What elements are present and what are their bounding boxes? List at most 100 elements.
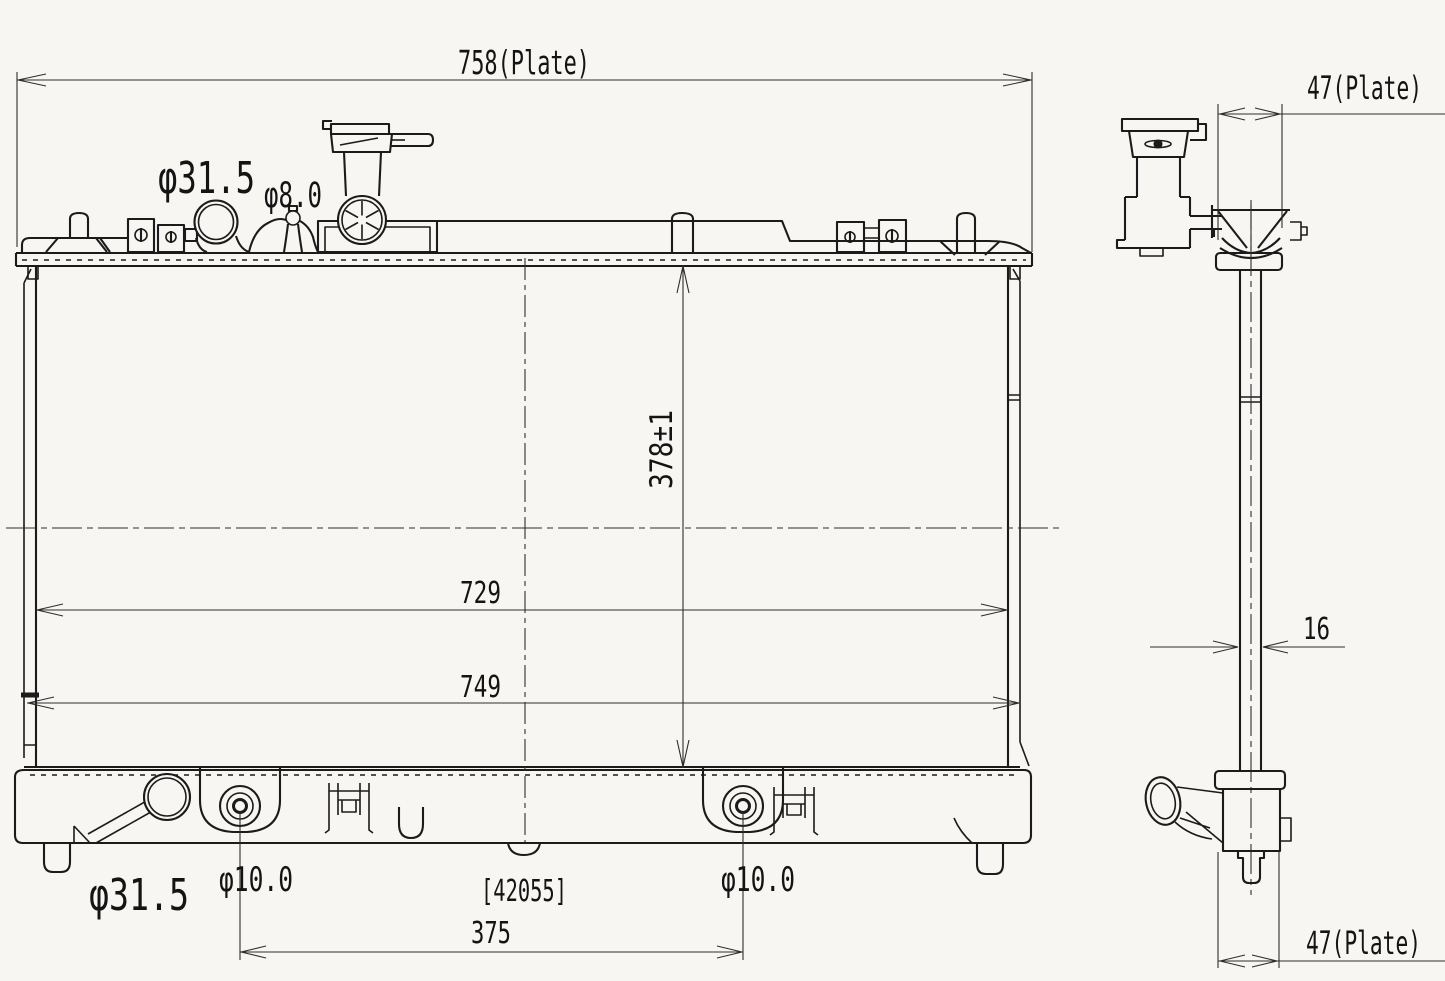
clip-bracket-f (769, 787, 819, 836)
foot-right (975, 843, 1005, 876)
arrowhead-left (17, 73, 47, 87)
side-cap-right-tab (1190, 122, 1208, 142)
inlet-under-curves (194, 235, 250, 254)
front-top-tank (20, 119, 1032, 256)
outlet-pipe-inner (147, 777, 187, 817)
filler-cap-body (329, 132, 394, 154)
arrowhead-right (980, 603, 1008, 617)
filler-cap-top-plate (329, 122, 391, 134)
label-core-thickness: 16 (1303, 612, 1330, 647)
label-mount-hole-left: φ10.0 (219, 860, 293, 900)
overflow-nipple (285, 210, 301, 226)
outlet-strut (73, 798, 159, 844)
clip-bridge (863, 227, 880, 239)
side-outlet-pipe (1144, 776, 1182, 826)
side-core (1238, 200, 1263, 895)
inlet-pipe-inner (197, 203, 235, 241)
side-neck (1135, 157, 1182, 197)
clip-box-small (183, 227, 199, 243)
side-cap-body (1127, 130, 1190, 159)
label-part-code: [42055] (481, 874, 567, 909)
label-overall-width: 749 (460, 670, 501, 705)
label-plate-depth-top: 47(Plate) (1307, 69, 1422, 107)
filler-cap-left-tab (321, 119, 332, 131)
clip-screws (134, 228, 899, 243)
filler-cap-lever (339, 137, 379, 146)
core-left-outer-edge (23, 268, 36, 758)
u-hook (397, 807, 425, 840)
label-overflow-diameter: φ8.0 (264, 176, 322, 216)
radiator-cap-circle (336, 194, 388, 246)
front-dimensions (16, 72, 1033, 960)
arrowhead-down (676, 739, 690, 768)
tank-hump-profile (247, 217, 319, 253)
side-outlet-outer (1144, 776, 1182, 826)
label-core-height: 378±1 (644, 410, 680, 489)
label-inlet-diameter: φ31.5 (158, 153, 255, 204)
front-view: 758(Plate) φ31.5 φ8.0 378±1 729 749 φ31.… (6, 43, 1062, 960)
arrowhead-right (1251, 954, 1278, 968)
core-right-joint (1008, 394, 1020, 401)
front-labels: 758(Plate) φ31.5 φ8.0 378±1 729 749 φ31.… (89, 43, 795, 951)
arrowhead-right (992, 696, 1020, 710)
front-centerlines (6, 258, 1062, 842)
side-cap-top-plate (1120, 117, 1200, 133)
side-body (1115, 195, 1192, 250)
filler-neck-tower (342, 151, 383, 197)
side-funnel-stub (1290, 221, 1308, 241)
label-outlet-diameter: φ31.5 (89, 870, 189, 921)
side-filler-neck (1115, 117, 1308, 272)
core-left-top-tab (27, 265, 39, 280)
arrowhead-left (1219, 954, 1246, 968)
core-right-top-tab (1009, 265, 1021, 280)
top-tank-lug-hatch (45, 237, 108, 253)
clip-bracket-e (324, 783, 374, 834)
side-tank-body (1221, 789, 1282, 853)
overflow-pipe (391, 132, 435, 148)
top-plate (14, 251, 1034, 268)
arrowhead-left (240, 945, 267, 959)
arrowhead-right (1254, 107, 1281, 121)
top-plate-outline (14, 251, 1034, 268)
label-plate-depth-bottom: 47(Plate) (1306, 924, 1421, 962)
radiator-cap-spokes (345, 201, 379, 239)
outlet-pipe-circle (142, 772, 192, 822)
side-top-flange (1214, 251, 1284, 272)
top-tank-right-end (930, 239, 1032, 254)
side-outlet-cone (1174, 786, 1224, 844)
top-tank-left-profile (20, 236, 111, 253)
cap-spoke (345, 201, 379, 239)
side-view: 47(Plate) 16 47(Plate) (1115, 69, 1445, 968)
side-core-edges (1238, 270, 1263, 771)
mount-peg-left (68, 211, 90, 238)
side-body-tab (1139, 248, 1164, 257)
arrowhead-left (1262, 640, 1289, 654)
bottom-tank-outline (13, 768, 1033, 845)
label-core-width: 729 (460, 576, 501, 611)
side-labels: 47(Plate) 16 47(Plate) (1303, 69, 1422, 962)
arrowhead-right (1002, 73, 1032, 87)
side-pipe-to-core (1188, 214, 1222, 248)
arrowhead-right (716, 945, 743, 959)
foot-left (42, 843, 72, 874)
bottom-tank-inner-diag-right (953, 817, 973, 844)
bottom-tank (13, 768, 1033, 876)
core-right-outer-edge (1012, 268, 1030, 767)
arrowhead-left (36, 603, 64, 617)
top-tank-right-edge (437, 219, 930, 243)
side-drain-plug (1236, 851, 1266, 885)
label-plate-width: 758(Plate) (458, 43, 590, 82)
side-cap-screw-center (1153, 139, 1163, 149)
arrowhead-left (27, 696, 55, 710)
label-mount-pitch: 375 (471, 916, 511, 951)
side-outlet-inner (1149, 782, 1177, 820)
radiator-cap-inner (341, 199, 383, 241)
arrowhead-left (1219, 107, 1246, 121)
label-mount-hole-right: φ10.0 (721, 860, 795, 900)
mount-peg-right (955, 211, 977, 252)
mount-peg-center (670, 211, 695, 252)
drain-bump (506, 842, 542, 857)
top-fittings (193, 194, 388, 246)
side-bottom-flange (1213, 769, 1287, 791)
